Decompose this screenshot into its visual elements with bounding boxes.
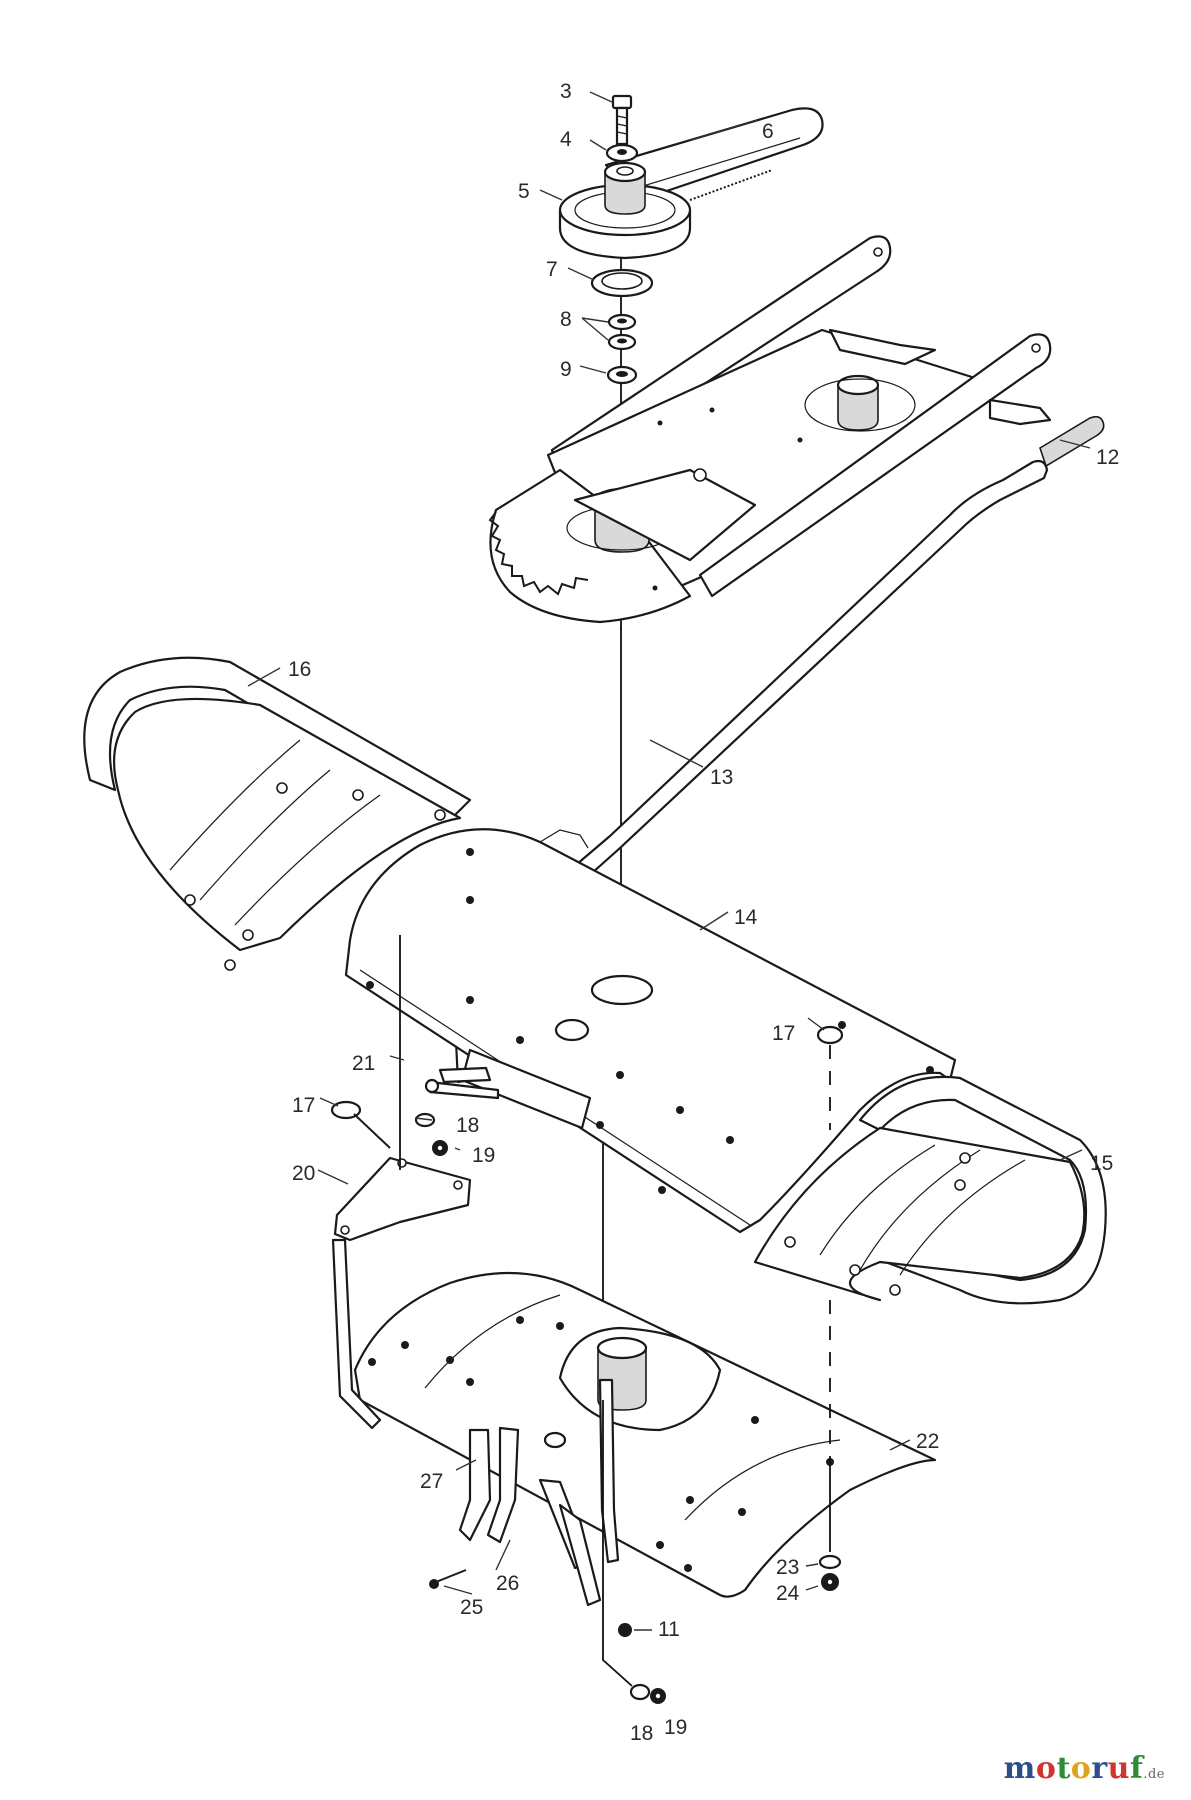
left-tine-shield <box>83 656 472 971</box>
callout-8: 8 <box>560 308 572 331</box>
callout-27: 27 <box>420 1470 443 1493</box>
watermark-letter: o <box>1035 1751 1057 1786</box>
depth-rod-left <box>331 1238 382 1430</box>
washer-nut-lower <box>629 1683 666 1704</box>
mounting-plate <box>333 1156 472 1242</box>
callout-3: 3 <box>560 80 572 103</box>
clevis-pin-left <box>330 1100 391 1149</box>
watermark-letter: f <box>1129 1751 1144 1786</box>
callout-18-upper: 18 <box>456 1114 479 1137</box>
callout-21: 21 <box>352 1052 375 1075</box>
clevis-pin-right <box>816 1025 844 1045</box>
bearing <box>606 365 638 385</box>
gearbox-frame <box>488 235 1052 624</box>
spacer <box>618 1623 632 1637</box>
pulley <box>558 161 692 260</box>
tine-bolt <box>429 1569 467 1589</box>
watermark-letter: t <box>1056 1751 1071 1786</box>
callout-24: 24 <box>776 1582 800 1605</box>
callout-labels: 3 4 6 5 7 8 9 12 16 13 14 17 15 21 17 18… <box>288 80 1119 1745</box>
callout-4: 4 <box>560 128 572 151</box>
callout-11: 11 <box>658 1618 680 1641</box>
callout-14: 14 <box>734 906 758 929</box>
watermark-letter: r <box>1091 1751 1108 1786</box>
depth-rod-center <box>598 1378 620 1564</box>
mounting-pin <box>424 1078 500 1100</box>
callout-26: 26 <box>496 1572 519 1595</box>
tine-blades <box>458 1426 602 1607</box>
right-tine-shield <box>753 1075 1107 1305</box>
callout-18-lower: 18 <box>630 1722 653 1745</box>
callout-22: 22 <box>916 1430 939 1453</box>
bottom-tine-cover <box>353 1271 937 1598</box>
ring-seal <box>590 268 654 298</box>
callout-13: 13 <box>710 766 733 789</box>
callout-23: 23 <box>776 1556 799 1579</box>
callout-15: 15 <box>1090 1152 1113 1175</box>
callout-19-upper: 19 <box>472 1144 495 1167</box>
callout-25: 25 <box>460 1596 483 1619</box>
belt-spring <box>689 169 773 201</box>
callout-5: 5 <box>518 180 530 203</box>
watermark-letter: u <box>1107 1751 1130 1786</box>
handle-grip <box>1039 415 1105 468</box>
callout-12: 12 <box>1096 446 1119 469</box>
callout-17-left: 17 <box>292 1094 315 1117</box>
watermark-letter: m <box>1003 1751 1036 1786</box>
callout-19-lower: 19 <box>664 1716 687 1739</box>
washer-top <box>605 143 639 163</box>
washer-nut-right <box>818 1554 842 1591</box>
callout-7: 7 <box>546 258 558 281</box>
washer-nut-upper <box>414 1112 448 1156</box>
leader-lines <box>247 91 1091 1631</box>
motoruf-watermark: motoruf.de <box>1004 1751 1165 1786</box>
watermark-suffix: .de <box>1143 1767 1165 1782</box>
align-line-bottom <box>602 1400 633 1687</box>
callout-6: 6 <box>762 120 774 143</box>
watermark-letter: o <box>1070 1751 1092 1786</box>
callout-20: 20 <box>292 1162 315 1185</box>
callout-9: 9 <box>560 358 572 381</box>
bolt <box>611 94 633 146</box>
callout-16: 16 <box>288 658 311 681</box>
washer-pair <box>607 313 637 351</box>
callout-17-right: 17 <box>772 1022 795 1045</box>
belt <box>604 107 824 202</box>
